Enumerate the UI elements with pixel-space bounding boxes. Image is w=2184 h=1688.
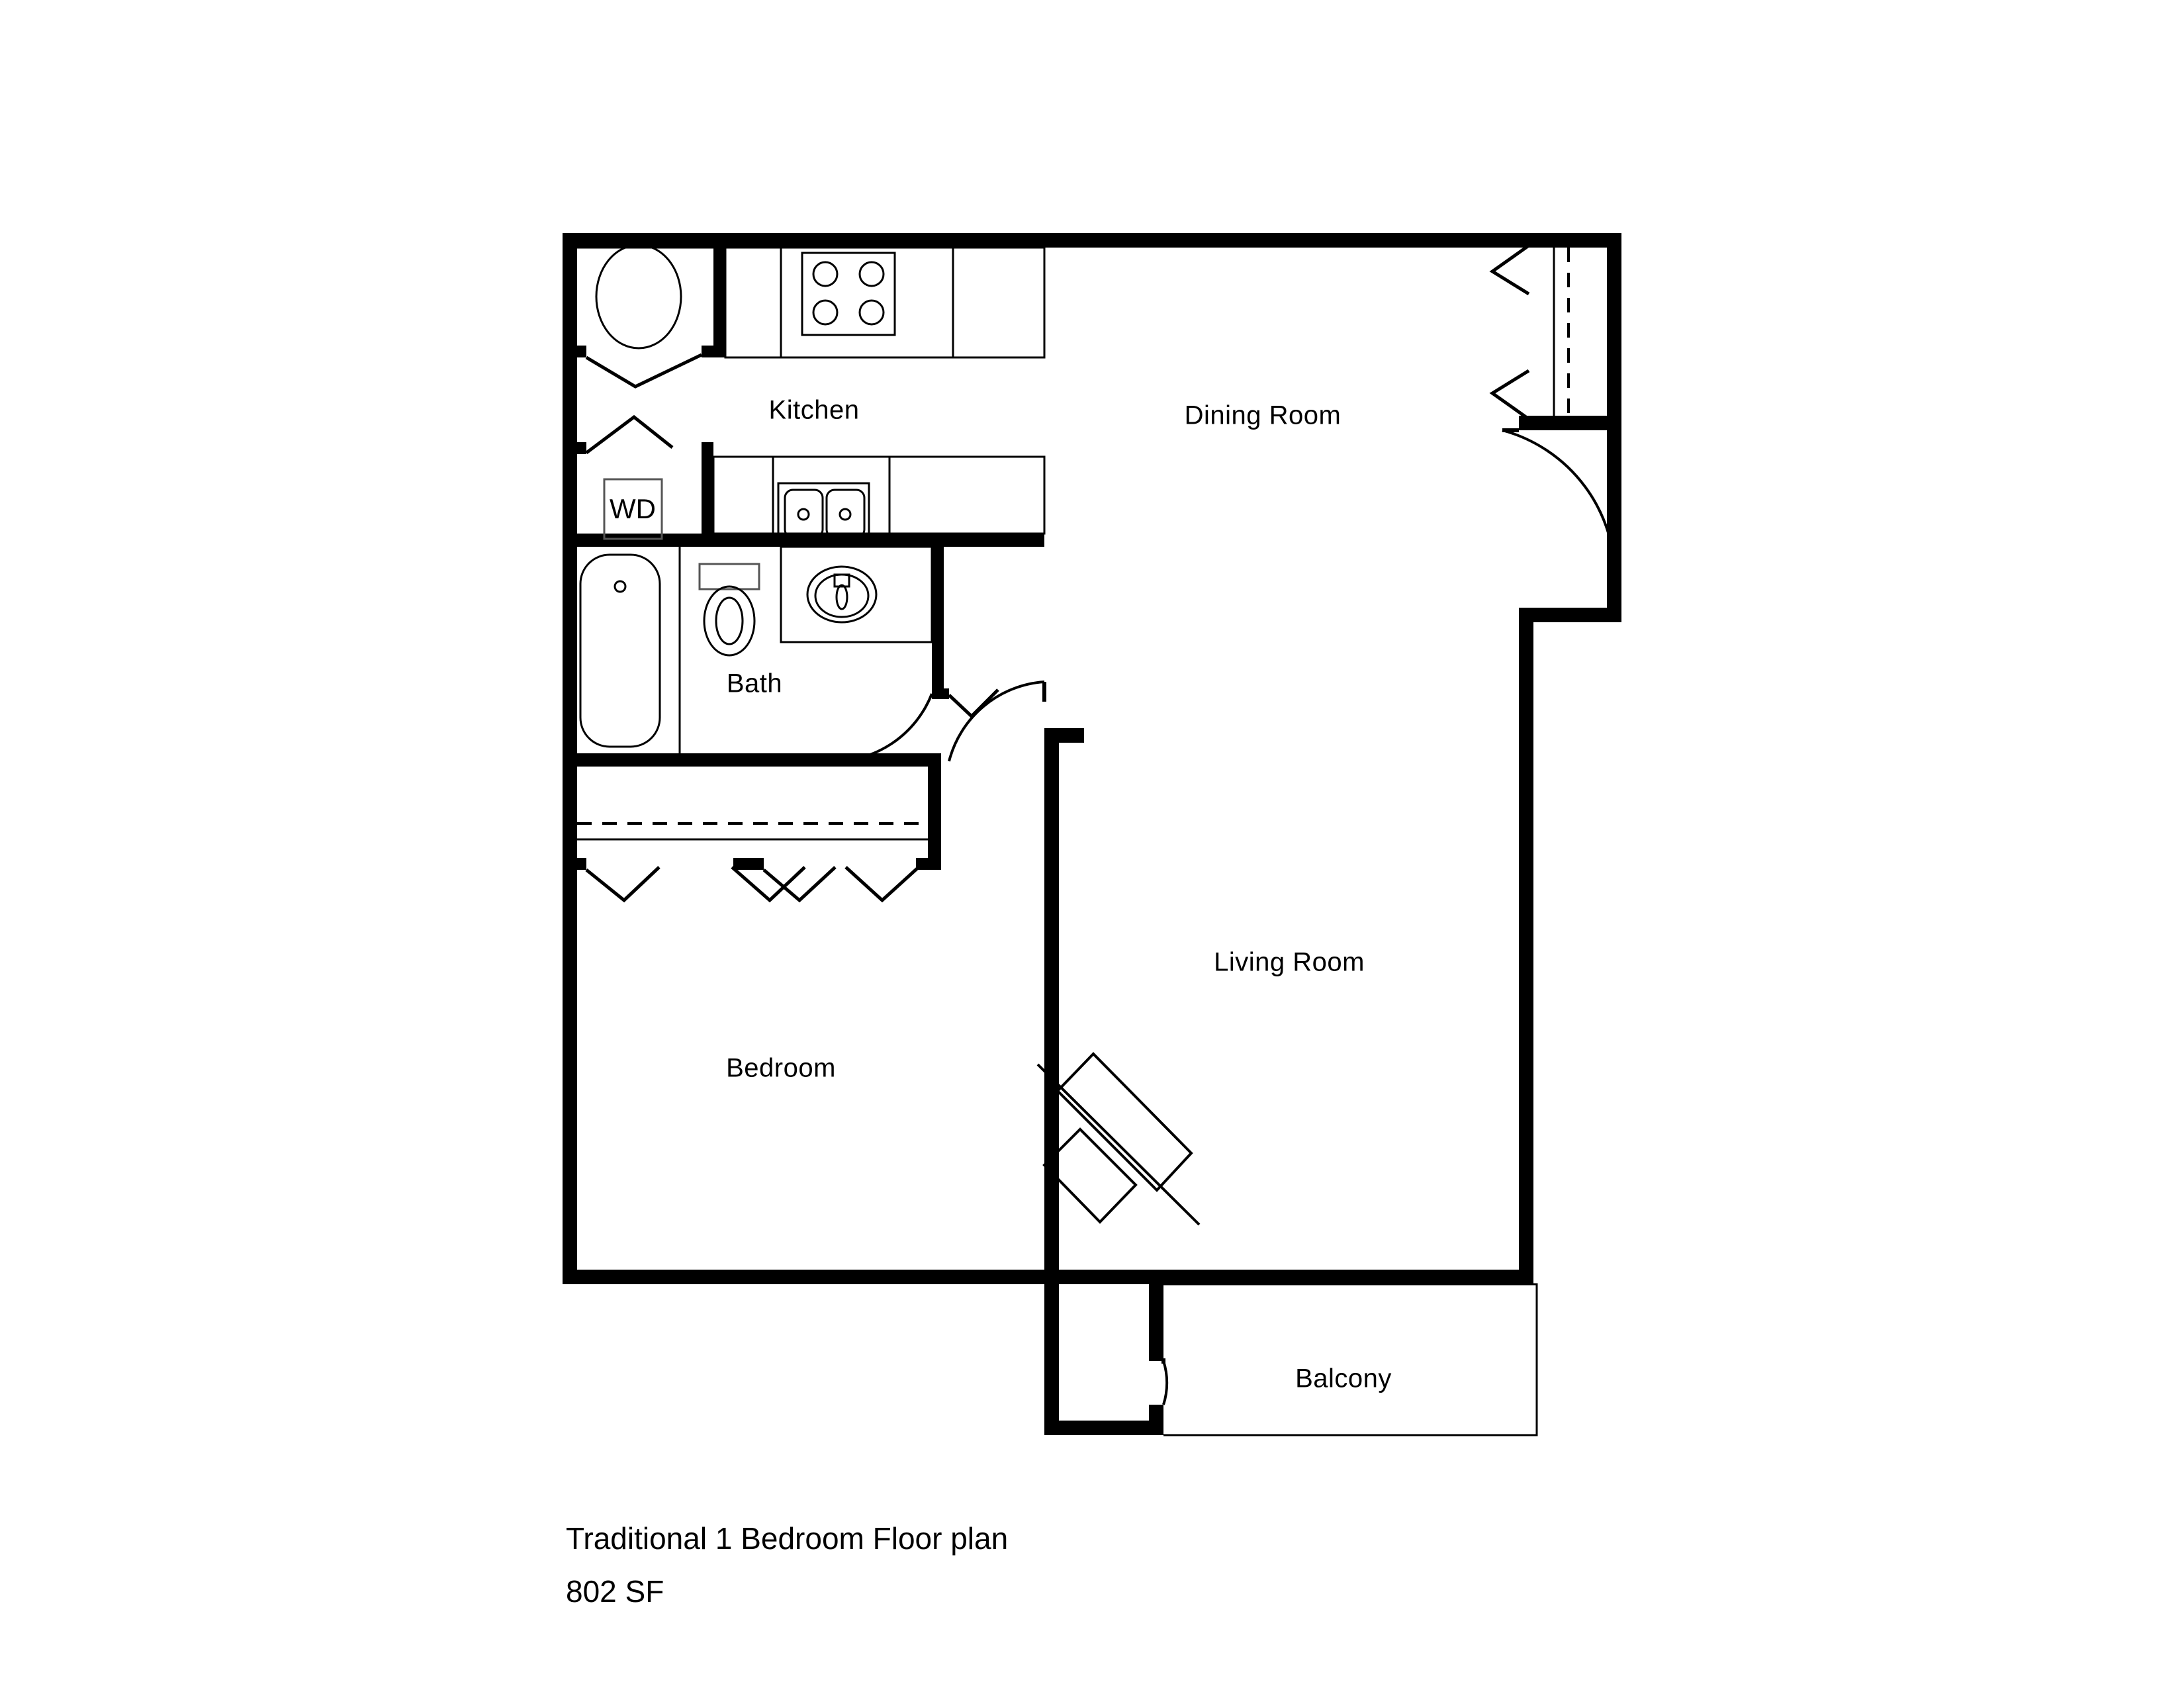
sliding-glass-door bbox=[1036, 1052, 1201, 1226]
wall-wd-closet-right bbox=[702, 442, 713, 543]
wall-fridge-alcove-right bbox=[713, 233, 725, 357]
entry-closet-bottom-wall bbox=[1519, 416, 1621, 430]
bath-door-jamb-mark bbox=[948, 688, 999, 719]
wall-living-bottom bbox=[1059, 1270, 1533, 1284]
exterior-walls bbox=[563, 233, 1621, 1284]
balcony-outline bbox=[1044, 1270, 1538, 1436]
toilet-icon bbox=[698, 563, 760, 657]
wall-right-jog bbox=[1519, 608, 1621, 622]
caption-block: Traditional 1 Bedroom Floor plan 802 SF bbox=[566, 1521, 1008, 1609]
room-labels: Kitchen Dining Room Bath Bedroom Living … bbox=[726, 396, 1392, 1393]
vanity-counter bbox=[780, 545, 933, 643]
slider-track bbox=[1036, 1063, 1201, 1226]
wall-nib-closet-b bbox=[733, 858, 764, 870]
wall-nib-wd-left bbox=[563, 442, 586, 454]
balcony-wall-left bbox=[1044, 1270, 1059, 1421]
laundry-closet-panel bbox=[585, 414, 674, 454]
wall-nib-bath-door bbox=[932, 688, 949, 699]
wall-bedroom-bottom bbox=[563, 1270, 1059, 1284]
wall-nib-fridge-left bbox=[563, 346, 586, 357]
counter-upper-run bbox=[724, 246, 1046, 359]
washer-dryer-box: WD bbox=[603, 478, 663, 540]
entry-closet-bifold bbox=[1489, 233, 1621, 430]
bedroom-closet-panel-4 bbox=[844, 866, 920, 903]
caption-title: Traditional 1 Bedroom Floor plan bbox=[566, 1521, 1008, 1556]
fridge-alcove-panel bbox=[585, 353, 703, 389]
double-basin-sink-icon bbox=[777, 482, 870, 546]
vanity-sink-icon bbox=[806, 565, 878, 624]
bath-door-arc-inner bbox=[831, 693, 933, 763]
entry-door-swing bbox=[1502, 428, 1617, 583]
bath-fixtures bbox=[579, 545, 933, 767]
balcony-wall-vestibule-upper bbox=[1149, 1270, 1163, 1361]
counter-lower-run bbox=[712, 455, 1046, 535]
wall-bath-right bbox=[932, 534, 944, 696]
bathtub-icon bbox=[579, 553, 661, 748]
slider-panel-outer bbox=[1056, 1052, 1193, 1192]
entry-closet-door-panel-top bbox=[1489, 240, 1535, 296]
room-label-bedroom: Bedroom bbox=[726, 1054, 836, 1083]
balcony-slab-edge bbox=[1163, 1283, 1538, 1436]
range-cooktop-icon bbox=[801, 252, 896, 336]
bedroom-closet-bifold bbox=[577, 822, 928, 903]
wall-hall-notch bbox=[1044, 728, 1084, 743]
bedroom-closet-panel-1 bbox=[585, 866, 660, 903]
kitchen-counters bbox=[577, 246, 1046, 535]
washer-dryer-label: WD bbox=[610, 493, 656, 524]
laundry-closet-bifold bbox=[585, 414, 674, 454]
balcony-wall-vestibule-bottom bbox=[1044, 1421, 1163, 1435]
wall-bath-top bbox=[563, 534, 1044, 547]
refrigerator-icon bbox=[595, 244, 682, 350]
room-label-bath: Bath bbox=[727, 669, 782, 698]
interior-walls bbox=[563, 233, 1044, 870]
bedroom-closet-panel-3 bbox=[762, 866, 837, 903]
entry-closet-door-panel-bottom bbox=[1489, 369, 1535, 424]
wall-bath-bottom bbox=[563, 753, 940, 767]
bath-door-swing bbox=[831, 680, 1046, 763]
wall-hall-left bbox=[1044, 728, 1059, 1284]
caption-area: 802 SF bbox=[566, 1574, 664, 1609]
wall-nib-closet-c bbox=[916, 858, 941, 870]
room-label-living-room: Living Room bbox=[1214, 948, 1365, 977]
balcony-door-arc bbox=[1162, 1360, 1169, 1405]
slider-panel-inner bbox=[1042, 1127, 1138, 1224]
bedroom-closet-panel-2 bbox=[731, 866, 806, 903]
room-label-balcony: Balcony bbox=[1295, 1364, 1392, 1393]
wall-nib-fridge-right bbox=[702, 346, 725, 357]
room-label-dining-room: Dining Room bbox=[1185, 401, 1342, 430]
room-label-kitchen: Kitchen bbox=[769, 396, 860, 425]
fridge-alcove-bifold bbox=[585, 353, 703, 389]
entry-door-arc bbox=[1502, 429, 1617, 583]
wall-right-lower bbox=[1519, 608, 1533, 1284]
wall-bedroom-closet-right bbox=[928, 753, 941, 867]
wall-top bbox=[563, 233, 1621, 248]
wall-nib-closet-a bbox=[563, 858, 586, 870]
